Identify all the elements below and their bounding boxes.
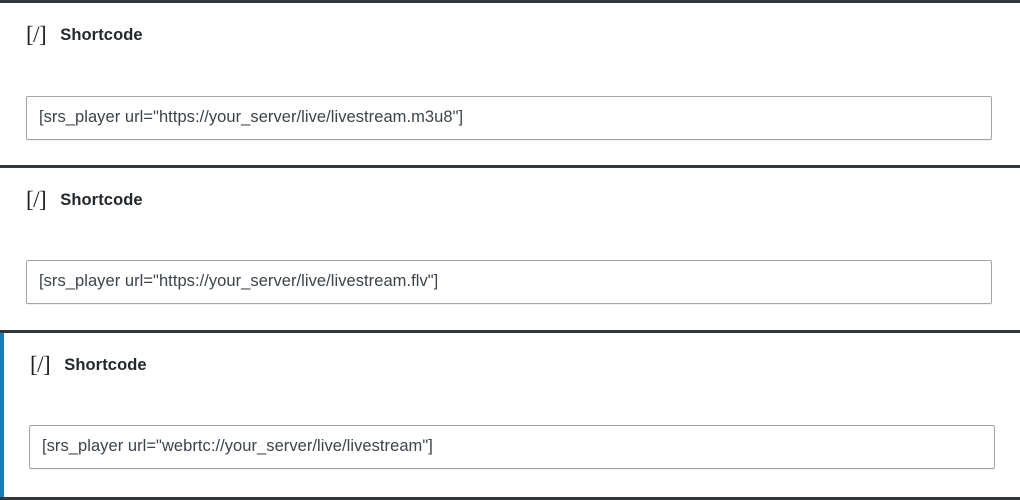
- block-separator: [0, 330, 1020, 333]
- shortcode-icon: [/]: [26, 186, 47, 212]
- shortcode-input-value[interactable]: [srs_player url="https://your_server/liv…: [39, 272, 439, 291]
- shortcode-input[interactable]: [srs_player url="webrtc://your_server/li…: [29, 425, 995, 469]
- shortcode-input[interactable]: [srs_player url="https://your_server/liv…: [26, 96, 992, 140]
- block-separator-bottom: [0, 497, 1020, 500]
- block-header: [/] Shortcode: [0, 168, 1020, 211]
- block-title: Shortcode: [60, 190, 143, 209]
- block-title: Shortcode: [60, 25, 143, 44]
- block-separator-top: [0, 0, 1020, 3]
- block-title: Shortcode: [64, 355, 147, 374]
- block-header: [/] Shortcode: [4, 333, 1020, 376]
- shortcode-block-selected[interactable]: [/] Shortcode [srs_player url="webrtc://…: [0, 333, 1020, 497]
- shortcode-input-value[interactable]: [srs_player url="https://your_server/liv…: [39, 108, 464, 127]
- shortcode-icon: [/]: [26, 21, 47, 47]
- shortcode-input-value[interactable]: [srs_player url="webrtc://your_server/li…: [42, 437, 433, 456]
- shortcode-icon: [/]: [30, 351, 51, 377]
- shortcode-input[interactable]: [srs_player url="https://your_server/liv…: [26, 260, 992, 304]
- shortcode-block[interactable]: [/] Shortcode [srs_player url="https://y…: [0, 3, 1020, 165]
- block-header: [/] Shortcode: [0, 3, 1020, 46]
- shortcode-block[interactable]: [/] Shortcode [srs_player url="https://y…: [0, 168, 1020, 330]
- block-separator: [0, 165, 1020, 168]
